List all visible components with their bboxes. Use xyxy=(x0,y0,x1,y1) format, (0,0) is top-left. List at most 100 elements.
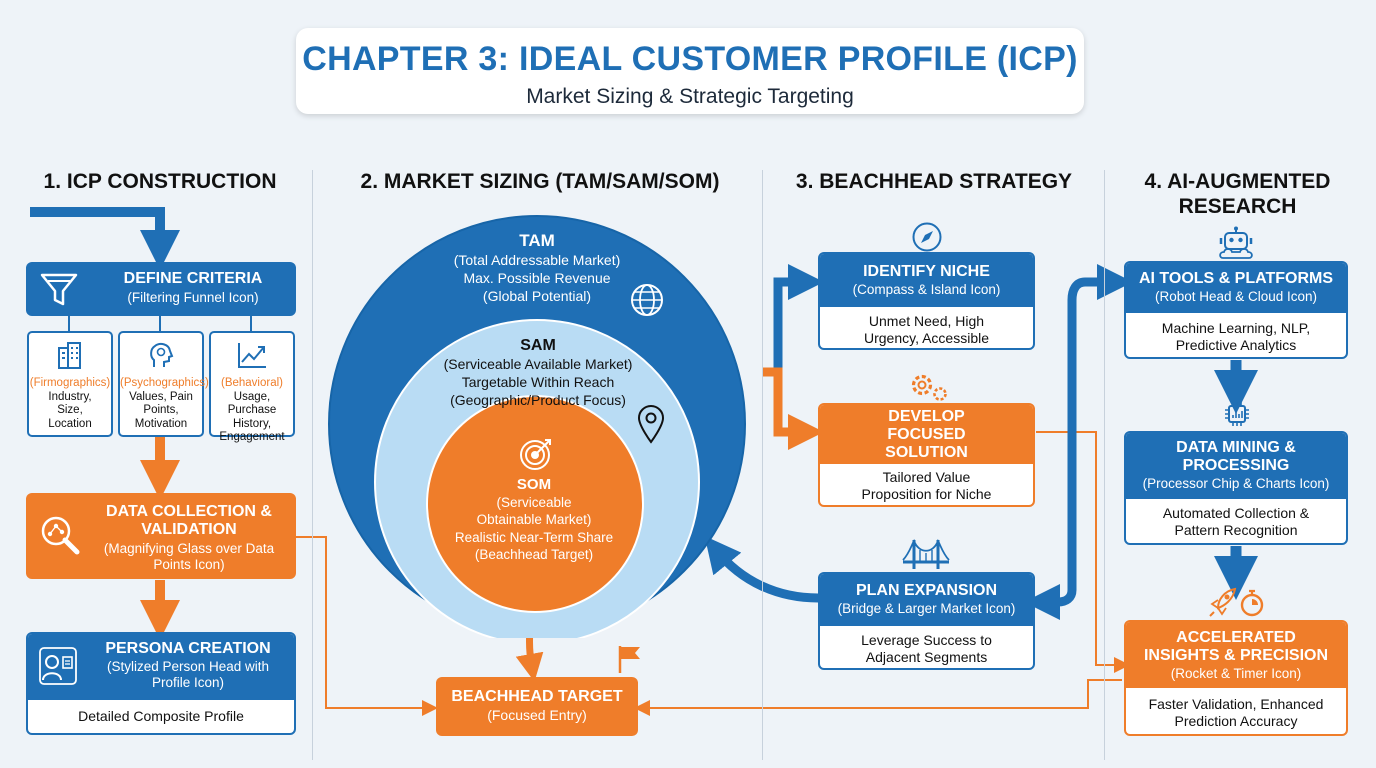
sam-line1: Targetable Within Reach xyxy=(461,374,615,390)
magnifier-icon xyxy=(36,511,84,559)
ai-tools-card: AI TOOLS & PLATFORMS (Robot Head & Cloud… xyxy=(1124,261,1348,359)
flag-icon xyxy=(614,644,644,674)
define-criteria-box: DEFINE CRITERIA (Filtering Funnel Icon) xyxy=(26,262,296,316)
data-collection-subtitle: (Magnifying Glass over Data Points Icon) xyxy=(103,541,275,572)
compass-icon xyxy=(908,220,946,254)
data-mining-title: DATA MINING & PROCESSING xyxy=(1176,439,1296,474)
accelerated-insights-body: Faster Validation, Enhanced Prediction A… xyxy=(1148,696,1324,729)
title-card: CHAPTER 3: IDEAL CUSTOMER PROFILE (ICP) … xyxy=(296,28,1084,114)
plan-expansion-title: PLAN EXPANSION xyxy=(855,582,998,599)
data-mining-subtitle: (Processor Chip & Charts Icon) xyxy=(1142,476,1330,491)
data-mining-body: Automated Collection & Pattern Recogniti… xyxy=(1162,505,1310,538)
data-collection-box: DATA COLLECTION & VALIDATION (Magnifying… xyxy=(26,493,296,579)
tam-label: TAM (Total Addressable Market) Max. Poss… xyxy=(432,231,642,305)
rocket-icon xyxy=(1208,586,1238,618)
define-criteria-subtitle: (Filtering Funnel Icon) xyxy=(127,290,259,305)
bridge-icon xyxy=(900,536,952,572)
tam-subtitle: (Total Addressable Market) xyxy=(453,252,621,268)
tam-line2: (Global Potential) xyxy=(482,288,592,304)
target-icon xyxy=(516,436,556,472)
accelerated-insights-subtitle: (Rocket & Timer Icon) xyxy=(1170,666,1302,681)
identify-niche-body: Unmet Need, High Urgency, Accessible xyxy=(863,313,989,346)
line-insights-to-target xyxy=(634,679,1122,716)
criteria-category: (Behavioral) xyxy=(221,377,283,389)
persona-subtitle: (Stylized Person Head with Profile Icon) xyxy=(106,659,270,690)
define-criteria-title: DEFINE CRITERIA xyxy=(123,270,263,287)
sam-subtitle: (Serviceable Available Market) xyxy=(443,356,633,372)
som-line1: Realistic Near-Term Share xyxy=(454,530,614,545)
sam-label: SAM (Serviceable Available Market) Targe… xyxy=(425,336,651,409)
plan-expansion-subtitle: (Bridge & Larger Market Icon) xyxy=(837,601,1016,616)
criteria-items: Industry, Size, Location xyxy=(48,390,92,430)
criteria-card-psychographics: (Psychographics) Values, Pain Points, Mo… xyxy=(118,331,209,437)
column-header-ai: 4. AI-AUGMENTED RESEARCH xyxy=(1144,170,1331,218)
identify-niche-title: IDENTIFY NICHE xyxy=(863,263,990,280)
develop-solution-subtitle: (Gear & Product Icon) xyxy=(860,463,993,478)
criteria-category: (Firmographics) xyxy=(29,377,111,389)
beachhead-target-box: BEACHHEAD TARGET (Focused Entry) xyxy=(436,677,638,736)
line-data-to-target xyxy=(296,536,438,716)
plan-expansion-card: PLAN EXPANSION (Bridge & Larger Market I… xyxy=(818,572,1035,670)
line-solution-to-insights xyxy=(1036,431,1130,673)
ai-tools-body: Machine Learning, NLP, Predictive Analyt… xyxy=(1161,320,1311,353)
market-circles xyxy=(328,215,746,638)
develop-solution-title: DEVELOP FOCUSED SOLUTION xyxy=(885,408,968,461)
globe-icon xyxy=(628,282,666,318)
arrow-to-solution xyxy=(762,367,824,450)
timer-icon xyxy=(1238,588,1266,618)
data-mining-card: DATA MINING & PROCESSING (Processor Chip… xyxy=(1124,431,1348,545)
arrow-into-define xyxy=(30,207,180,270)
som-title: SOM xyxy=(516,476,552,493)
develop-solution-body: Tailored Value Proposition for Niche xyxy=(861,469,992,502)
column-header-icp: 1. ICP CONSTRUCTION xyxy=(43,170,277,193)
accelerated-insights-title: ACCELERATED INSIGHTS & PRECISION xyxy=(1143,629,1329,664)
robot-icon xyxy=(1216,226,1256,260)
sam-title: SAM xyxy=(520,337,556,354)
column-header-beachhead: 3. BEACHHEAD STRATEGY xyxy=(795,170,1073,193)
column-header-market: 2. MARKET SIZING (TAM/SAM/SOM) xyxy=(360,170,720,193)
accelerated-insights-card: ACCELERATED INSIGHTS & PRECISION (Rocket… xyxy=(1124,620,1348,736)
persona-creation-card: PERSONA CREATION (Stylized Person Head w… xyxy=(26,632,296,735)
som-line2: (Beachhead Target) xyxy=(474,547,594,562)
tam-line1: Max. Possible Revenue xyxy=(463,270,611,286)
ai-tools-subtitle: (Robot Head & Cloud Icon) xyxy=(1154,289,1318,304)
column-divider xyxy=(312,170,313,760)
ai-tools-title: AI TOOLS & PLATFORMS xyxy=(1138,270,1334,287)
criteria-connectors xyxy=(68,316,252,332)
criteria-card-behavioral: (Behavioral) Usage, Purchase History, En… xyxy=(209,331,295,443)
plan-expansion-body: Leverage Success to Adjacent Segments xyxy=(861,632,992,665)
tam-title: TAM xyxy=(519,231,555,250)
sam-line2: (Geographic/Product Focus) xyxy=(450,392,626,408)
identify-niche-card: IDENTIFY NICHE (Compass & Island Icon) U… xyxy=(818,252,1035,350)
criteria-items: Values, Pain Points, Motivation xyxy=(129,390,193,430)
persona-title: PERSONA CREATION xyxy=(105,640,271,657)
persona-body: Detailed Composite Profile xyxy=(78,708,244,724)
arrow-ai-to-expansion xyxy=(1024,264,1133,620)
data-collection-title: DATA COLLECTION & VALIDATION xyxy=(106,503,272,538)
column-divider xyxy=(762,170,763,760)
develop-solution-card: DEVELOP FOCUSED SOLUTION (Gear & Product… xyxy=(818,403,1035,507)
beachhead-target-title: BEACHHEAD TARGET xyxy=(451,688,623,705)
page-subtitle: Market Sizing & Strategic Targeting xyxy=(526,85,854,108)
som-subtitle: (Serviceable Obtainable Market) xyxy=(476,495,592,527)
criteria-category: (Psychographics) xyxy=(120,377,209,389)
som-circle xyxy=(426,395,644,613)
criteria-card-firmographics: (Firmographics) Industry, Size, Location xyxy=(27,331,113,437)
chip-icon xyxy=(1222,399,1252,429)
page-title: CHAPTER 3: IDEAL CUSTOMER PROFILE (ICP) xyxy=(302,40,1078,78)
persona-icon xyxy=(36,644,80,688)
som-label: SOM (Serviceable Obtainable Market) Real… xyxy=(441,476,627,563)
column-divider xyxy=(1104,170,1105,760)
location-pin-icon xyxy=(634,404,668,444)
arrow-to-niche xyxy=(762,264,824,377)
trend-chart-icon xyxy=(211,333,293,377)
building-icon xyxy=(29,333,111,377)
criteria-items: Usage, Purchase History, Engagement xyxy=(219,390,285,444)
identify-niche-subtitle: (Compass & Island Icon) xyxy=(852,282,1001,297)
arrow-expansion-to-circle xyxy=(704,536,819,603)
beachhead-target-subtitle: (Focused Entry) xyxy=(487,707,587,723)
gear-icon xyxy=(904,368,952,404)
funnel-icon xyxy=(36,268,82,310)
head-icon xyxy=(120,333,202,377)
